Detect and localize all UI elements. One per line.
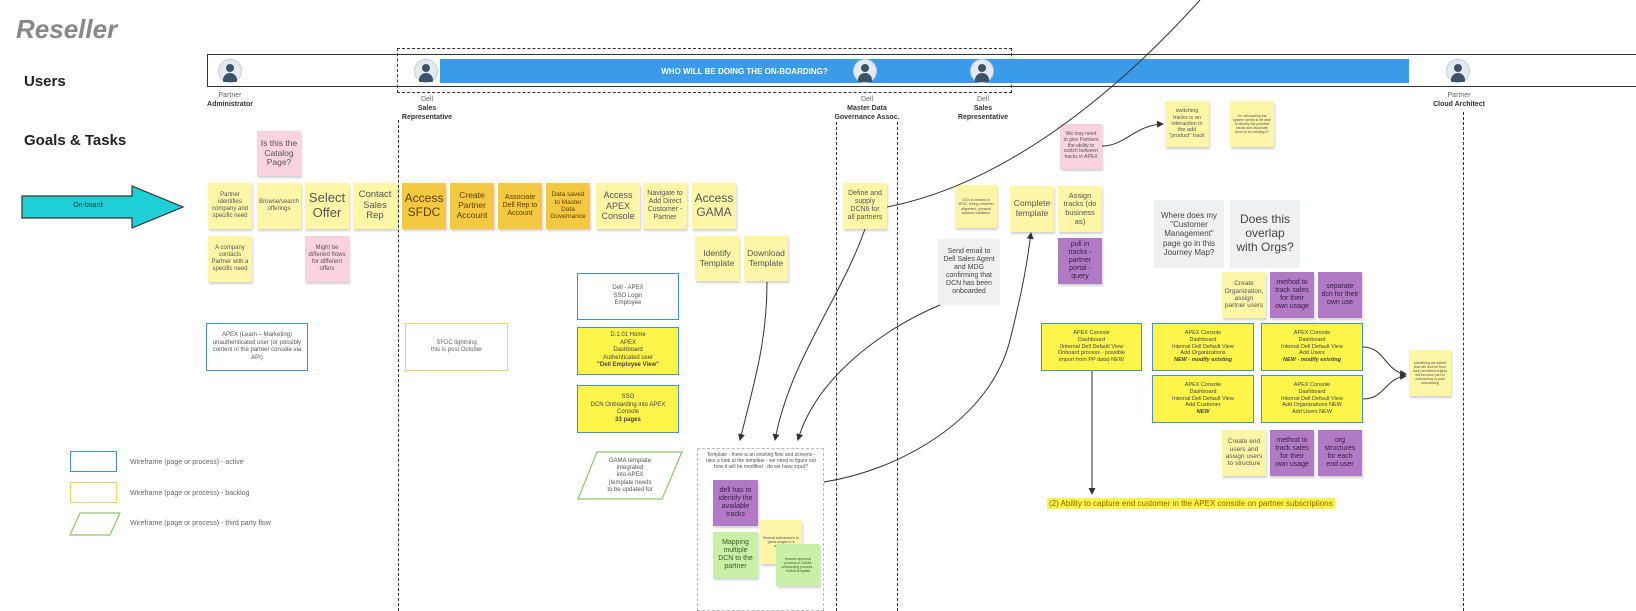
sticky-create-partner[interactable]: Create Partner Account [450,183,494,229]
users-lane [207,54,1636,87]
avatar-dell-sales [414,59,438,83]
persona-partner-admin: Partner Administrator [207,92,253,108]
box-apex-onboard[interactable]: APEX Console Dashboard (Internal Dell De… [1041,323,1142,371]
sticky-access-apex[interactable]: Access APEX Console [596,183,640,229]
arrow-define-supply [772,228,866,441]
box-dell-apex-sso[interactable]: Dell - APEX SSO Login Employee [577,273,679,320]
sticky-company-contacts[interactable]: A company contacts Partner with a specif… [208,236,252,282]
persona-master-data: Dell Master Data Governance Assoc. [834,96,900,121]
banner-text: WHO WILL BE DOING THE ON-BOARDING? [661,66,828,76]
arrow-send-email [796,304,941,441]
avatar-master-data [853,59,877,83]
sticky-dcn-small[interactable]: DCN is created in SFDC during customer a… [955,185,997,228]
arrow-maybe-switch [1101,120,1164,147]
sticky-define-supply[interactable]: Define and supply DCN6 for all partners [843,183,887,229]
arrow-download-template [738,281,768,441]
sticky-where-does[interactable]: Where does my "Customer Management" page… [1154,200,1224,268]
persona-cloud-architect: Partner Cloud Architect [1433,92,1485,108]
onboard-label: On-board [73,202,103,209]
sticky-download-template[interactable]: Download Template [744,236,788,281]
onboard-arrow [21,185,185,229]
box-apex-users[interactable]: APEX Console Dashboard Internal Dell Def… [1261,323,1363,371]
legend-swatch-third-party [69,512,121,536]
sticky-pull-tracks[interactable]: pull in tracks - partner portal - query [1058,238,1102,284]
legend-label-third-party: Wireframe (page or process) - third part… [130,520,271,527]
box-apex-orgs-users[interactable]: APEX Console Dashboard Internal Dell Def… [1261,375,1363,423]
sticky-navigate-direct[interactable]: Navigate to Add Direct Customer - Partne… [643,183,687,229]
sticky-associate-dell[interactable]: Associate Dell Rep to Account [498,183,542,229]
sticky-access-sfdc[interactable]: Access SFDC [402,183,446,229]
sticky-access-gama[interactable]: Access GAMA [692,183,736,229]
sticky-contact-sales[interactable]: Contact Sales Rep [353,183,397,229]
sticky-dell-identify[interactable]: dell has to identify the available track… [713,480,758,526]
row-label-users: Users [24,73,66,90]
sticky-browse-offerings[interactable]: Browse/search offerings [257,183,301,229]
sticky-onboarding-small[interactable]: On onboarding the system needs to be abl… [1230,101,1274,147]
box-d101-home[interactable]: D.1.01 Home APEX Dashboard Authenticated… [577,327,679,375]
sticky-assign-tracks[interactable]: Assign tracks (do business as) [1058,186,1102,232]
lane-divider [836,122,837,611]
highlight-note: (2) Ability to capture end customer in t… [1047,498,1335,509]
sticky-select-offer[interactable]: Select Offer [305,183,349,229]
box-apex-learn[interactable]: APEX (Learn – Marketing) unauthenticated… [206,323,308,371]
gama-parallelogram [577,451,683,500]
sticky-data-saved[interactable]: Data saved to Master Data Governance [546,183,590,229]
sticky-create-org[interactable]: Create Organization, assign partner user… [1222,272,1266,318]
sticky-identify-template[interactable]: Identify Template [695,236,739,281]
sticky-does-overlap[interactable]: Does this overlap with Orgs? [1230,200,1300,268]
legend-swatch-backlog [70,482,117,503]
box-apex-orgs[interactable]: APEX Console Dashboard Internal Dell Def… [1152,323,1254,371]
sticky-different-flows[interactable]: Might be different flows for different o… [305,236,349,282]
box-gama-template[interactable]: GAMA template integrated into APEX (temp… [607,458,653,493]
row-label-goals: Goals & Tasks [24,132,127,149]
sticky-mapping-dcn[interactable]: Mapping multiple DCN to the partner [713,532,758,578]
box-apex-customer[interactable]: APEX Console Dashboard Internal Dell Def… [1152,375,1254,423]
lane-divider [1463,112,1464,611]
template-note: Template - there is an existing flow and… [706,452,816,470]
arrow-template-complete [823,232,1034,483]
avatar-cloud-architect [1446,59,1470,83]
sticky-method-track-2[interactable]: method to track sales for their own usag… [1270,430,1314,476]
lane-divider [398,120,399,611]
sticky-finance-small[interactable]: finance approval process in GAMA onboard… [776,544,820,586]
legend-label-active: Wireframe (page or process) - active [130,459,244,466]
sticky-method-track[interactable]: method to track sales for their own usag… [1270,272,1314,318]
sticky-create-end[interactable]: Create end users and assign users to str… [1222,430,1266,476]
legend-swatch-active [70,451,117,472]
avatar-partner-admin [218,59,242,83]
curve-to-top [886,0,1201,208]
sticky-maybe-need[interactable]: We may need to give Partners the ability… [1060,124,1102,169]
avatar-dell-sales-2 [970,59,994,83]
persona-dell-sales: Dell Sales Representative [401,96,453,121]
sticky-separate-dcn[interactable]: separate dcn for their own use [1318,272,1362,318]
sticky-send-email[interactable]: Send email to Dell Sales Agent and MDG c… [938,239,1000,305]
sticky-partner-identifies[interactable]: Partner identifies company and specific … [208,183,252,229]
arrow-users-right [1362,346,1407,377]
sticky-catalog-page[interactable]: Is this the Catalog Page? [257,131,301,176]
sticky-right-small[interactable]: something we added that will receive fro… [1409,350,1451,396]
onboarding-banner: WHO WILL BE DOING THE ON-BOARDING? [440,59,1409,83]
box-sfdc-lightning[interactable]: SFDC lightning this is post October [405,323,508,371]
sticky-switching-tracks[interactable]: switching tracks is an interaction in th… [1165,101,1209,147]
lane-divider [897,122,898,611]
sticky-org-structures[interactable]: org structures for each end user [1318,430,1362,476]
page-title: Reseller [16,14,118,44]
sticky-complete-template[interactable]: Complete template [1010,186,1054,232]
arrow-orgs-users-right [1362,373,1407,400]
persona-dell-sales-2: Dell Sales Representative [957,96,1009,121]
box-sso-dcn[interactable]: SSO DCN Onboarding into APEX Console 33 … [577,385,679,433]
legend-label-backlog: Wireframe (page or process) - backlog [130,490,250,497]
